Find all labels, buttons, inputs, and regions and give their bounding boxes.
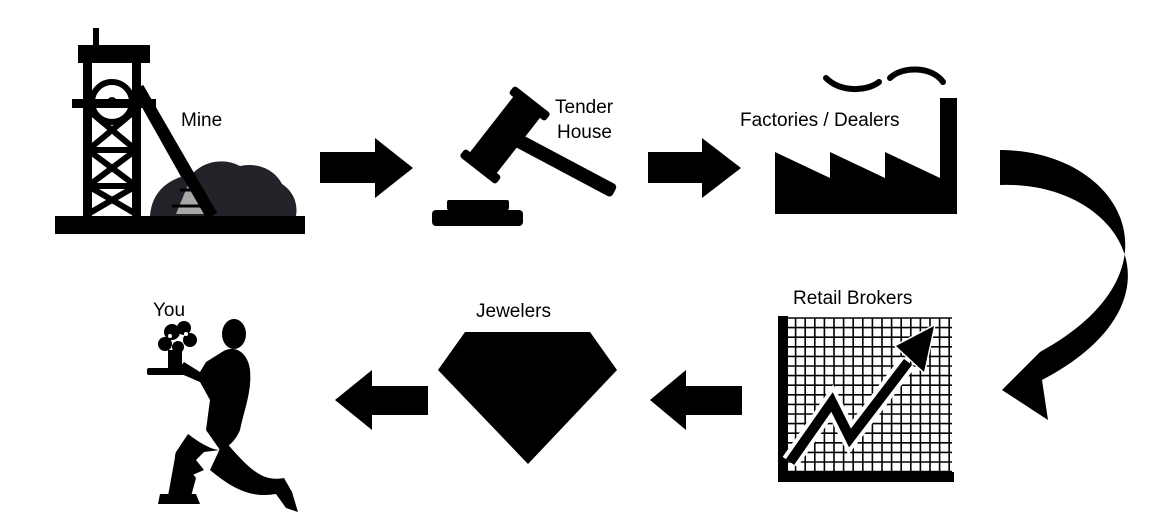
retail-brokers-label: Retail Brokers: [793, 288, 913, 309]
you-label: You: [153, 300, 186, 321]
flow-arrow-3: [650, 370, 742, 430]
tender-house-label-line1: Tender: [555, 97, 614, 118]
flowers-icon: [147, 321, 197, 375]
rising-chart-icon: [778, 316, 954, 482]
flow-arrow-4: [335, 370, 428, 430]
flow-arrow-1: [320, 138, 413, 198]
flow-arrow-curved: [1000, 150, 1128, 420]
flow-arrow-2: [648, 138, 741, 198]
kneeling-man-icon: [158, 319, 298, 512]
ore-pile-icon: [132, 84, 297, 220]
mine-label: Mine: [181, 110, 223, 131]
tender-house-label-line2: House: [557, 122, 612, 143]
factories-dealers-label: Factories / Dealers: [740, 110, 900, 131]
gavel-icon: [432, 86, 617, 226]
jewelers-label: Jewelers: [476, 301, 551, 322]
diamond-icon: [438, 332, 617, 464]
smoke-icon: [823, 66, 946, 92]
factory-icon: [775, 98, 957, 214]
